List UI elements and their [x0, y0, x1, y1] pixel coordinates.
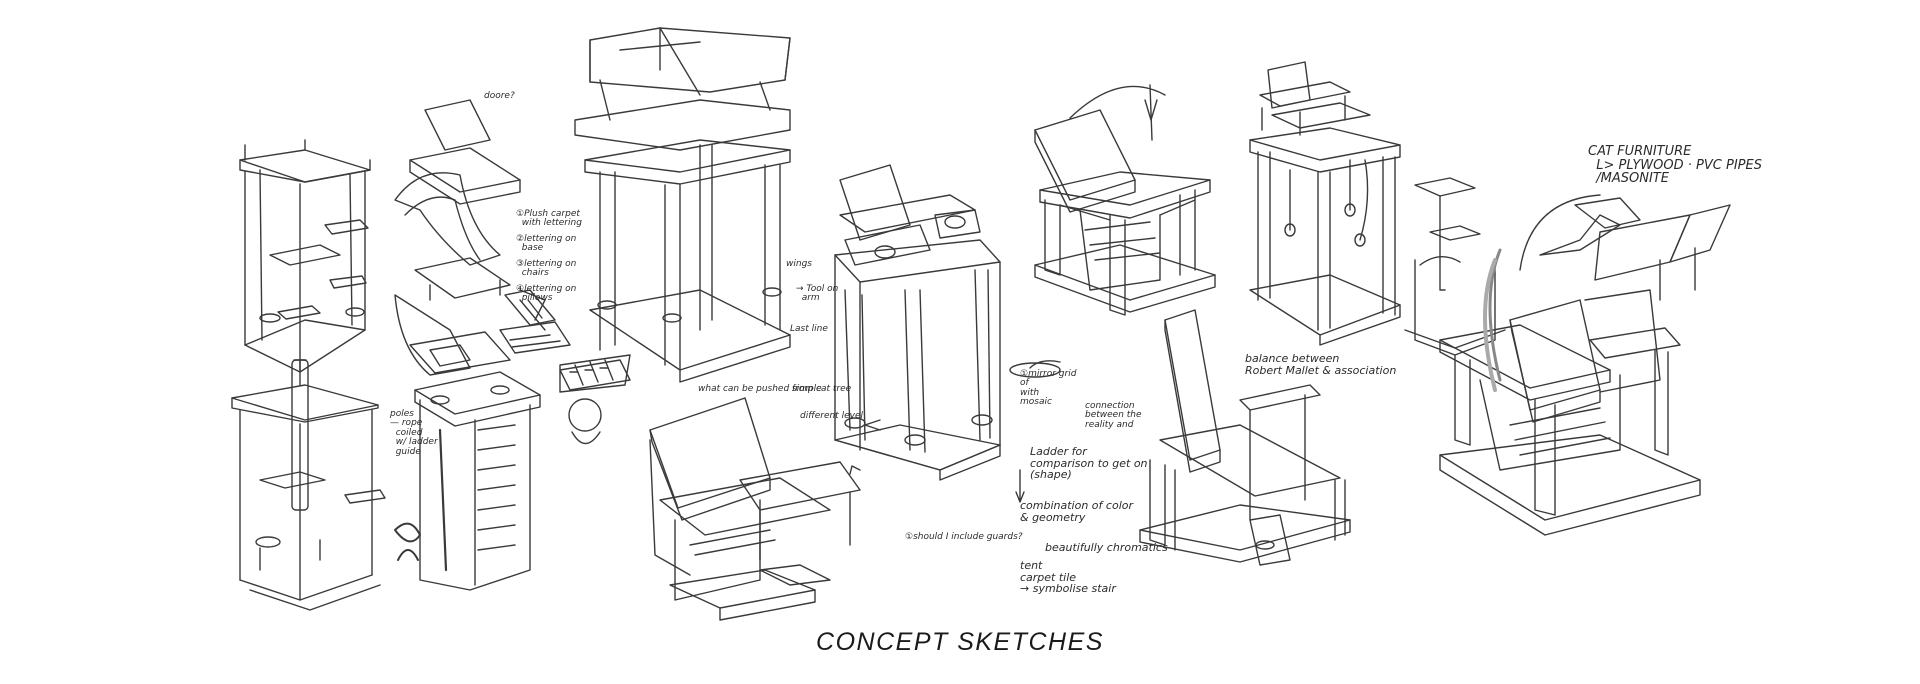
sketch-mascot: [559, 354, 631, 393]
note-different-level: different level: [800, 411, 863, 421]
note-last-line: Last line: [790, 324, 828, 334]
note-should-include: ①should I include guards?: [905, 532, 1023, 542]
note-connection: connection between the reality and: [1085, 401, 1142, 430]
note-tool-arm: → Tool on arm: [796, 284, 839, 304]
note-simple: simple: [792, 384, 822, 394]
sketch-rietveld-armchair: [1034, 84, 1216, 316]
note-pushed: what can be pushed from cat tree: [698, 384, 852, 394]
note-lettering-chairs: ③lettering on chairs: [516, 259, 577, 279]
note-beautifully: beautifully chromatics: [1045, 541, 1168, 554]
sketch-tall-table-tower: [574, 27, 791, 383]
sketch-pole-tower: [231, 359, 386, 611]
sketch-annotation-marks: [849, 360, 1061, 503]
caption-title: CONCEPT SKETCHES: [816, 628, 1104, 656]
note-door: doore?: [484, 91, 515, 101]
sketch-large-armchair: [1439, 194, 1731, 536]
note-lettering-base: ②lettering on base: [516, 234, 577, 254]
note-ladder: Ladder for comparison to get on (shape): [1030, 445, 1148, 482]
sketch-stacked-chairs: [394, 99, 631, 591]
sketch-red-blue-chair: [1139, 309, 1351, 566]
sketch-cat-tower-shelves: [239, 139, 371, 373]
note-tent: tent carpet tile → symbolise stair: [1020, 559, 1116, 596]
sketch-tower-with-chair-top: [1249, 61, 1401, 346]
sketch-lounge-armchair: [649, 397, 861, 621]
note-wings: wings: [786, 259, 812, 269]
note-mirror-grid: ①mirror grid of with mosaic: [1020, 369, 1077, 408]
note-lettering-pillows: ④lettering on pillows: [516, 284, 577, 304]
note-plush-carpet: ①Plush carpet with lettering: [516, 209, 582, 229]
note-poles: poles — rope coiled w/ ladder guide: [390, 409, 438, 457]
sketch-pedestal-chair: [834, 164, 1001, 481]
note-combination: combination of color & geometry: [1020, 499, 1133, 524]
note-cat-furniture: CAT FURNITURE L> PLYWOOD · PVC PIPES /MA…: [1588, 144, 1762, 187]
note-balance: balance between Robert Mallet & associat…: [1245, 352, 1397, 377]
